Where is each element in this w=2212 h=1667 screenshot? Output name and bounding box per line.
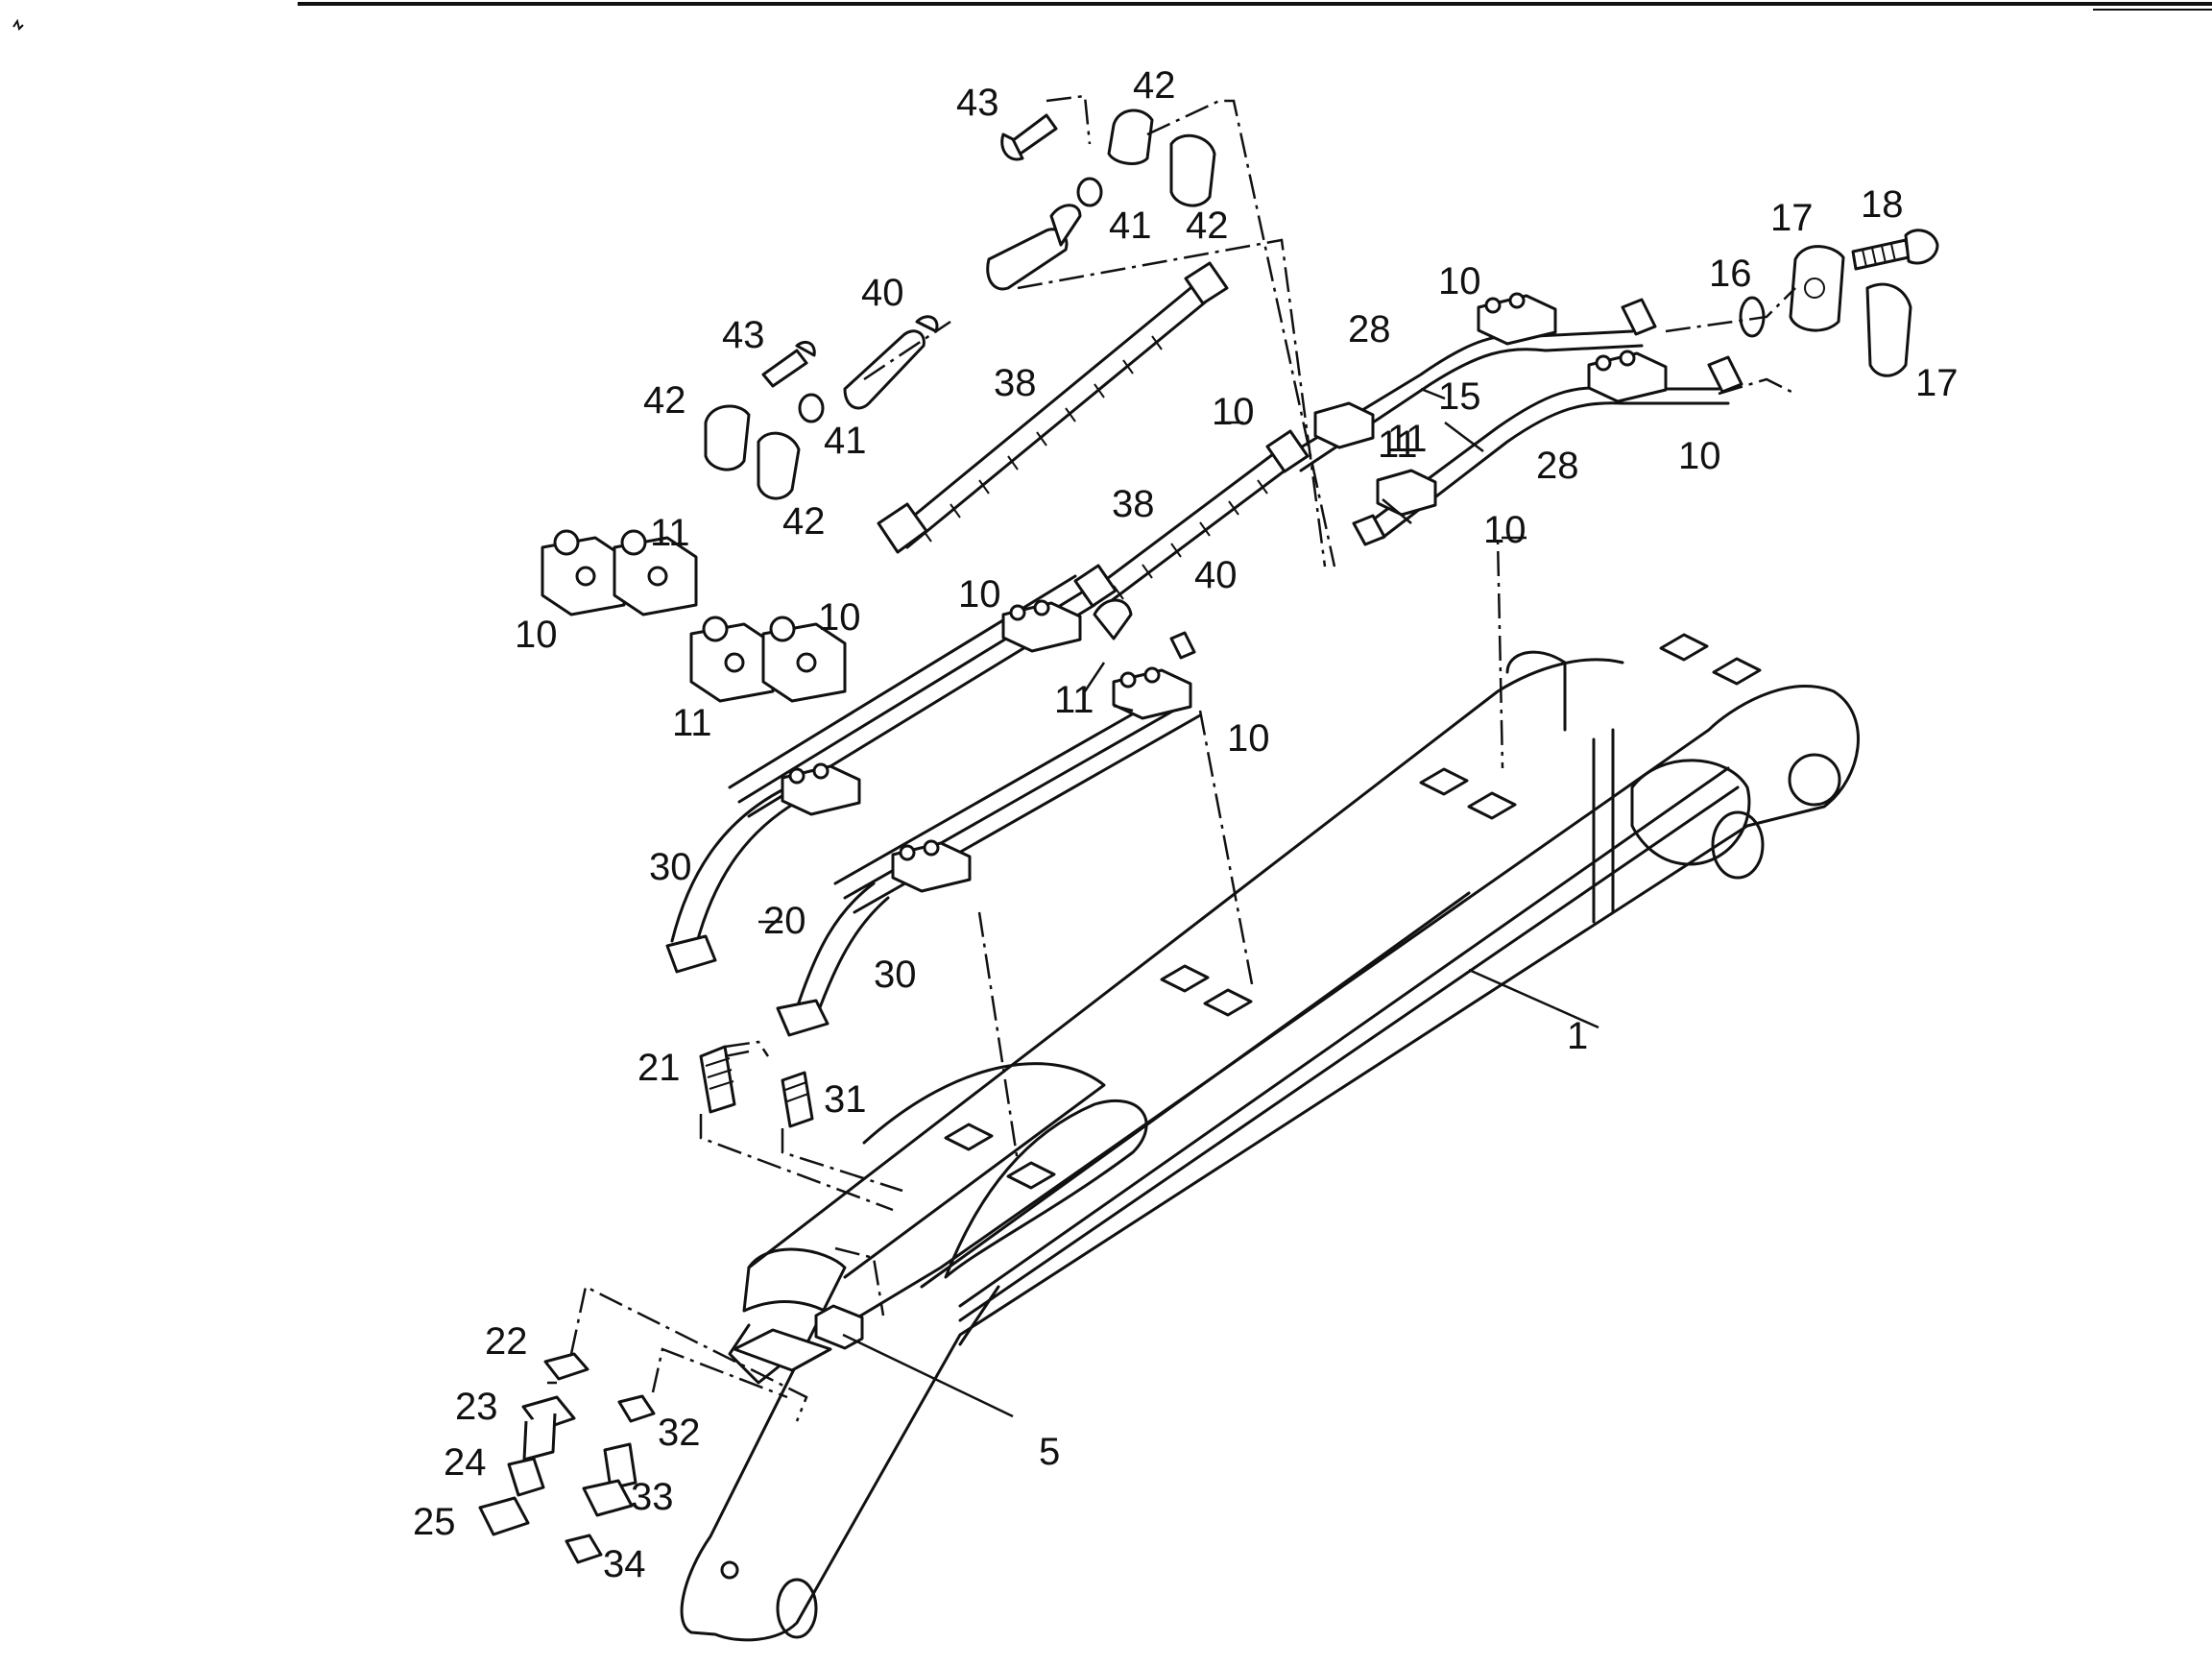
callout-10: 10 bbox=[1212, 391, 1255, 433]
pad-7 bbox=[1659, 633, 1709, 662]
callout-34: 34 bbox=[603, 1543, 646, 1585]
pad-4 bbox=[1203, 988, 1253, 1017]
callout-10: 10 bbox=[1678, 435, 1721, 477]
callout-11: 11 bbox=[1378, 423, 1418, 466]
callout-17: 17 bbox=[1915, 362, 1959, 404]
callout-18: 18 bbox=[1861, 183, 1904, 226]
callout-11: 11 bbox=[1387, 418, 1428, 460]
ring-24 bbox=[507, 1457, 545, 1497]
callout-40: 40 bbox=[861, 272, 904, 314]
fitting-21 bbox=[699, 1045, 736, 1114]
pad-5 bbox=[944, 1123, 994, 1151]
callout-28: 28 bbox=[1348, 308, 1391, 350]
pipe-20-end-nut bbox=[665, 934, 717, 974]
callout-11: 11 bbox=[672, 702, 712, 744]
callout-41: 41 bbox=[824, 420, 867, 462]
pipe-20-end-nut-2 bbox=[776, 999, 830, 1037]
callout-23: 23 bbox=[455, 1386, 498, 1428]
callout-11: 11 bbox=[650, 512, 690, 554]
callout-10: 10 bbox=[1438, 260, 1481, 302]
swivel-parts-lower bbox=[704, 315, 1133, 640]
bolt-33 bbox=[603, 1442, 637, 1490]
callout-21: 21 bbox=[637, 1047, 681, 1089]
callout-11: 11 bbox=[1054, 679, 1094, 721]
pad-2 bbox=[1467, 791, 1517, 820]
hose-38-lower bbox=[1073, 429, 1310, 612]
callout-30: 30 bbox=[874, 954, 917, 996]
callout-38: 38 bbox=[1112, 483, 1155, 525]
callout-10: 10 bbox=[1483, 509, 1527, 551]
callout-42: 42 bbox=[1133, 64, 1176, 107]
nut-22 bbox=[543, 1352, 589, 1381]
o-ring-41-upper bbox=[1076, 177, 1103, 207]
nut-25 bbox=[478, 1496, 530, 1536]
callout-labels: 43 42 42 41 40 43 42 41 42 38 17 18 16 1… bbox=[413, 64, 1959, 1585]
assembly-centerlines bbox=[569, 94, 1796, 1422]
callout-33: 33 bbox=[631, 1476, 674, 1518]
flange-half-17-upper bbox=[1789, 245, 1845, 332]
callout-22: 22 bbox=[485, 1320, 528, 1363]
leader-lines bbox=[547, 387, 1599, 1418]
callout-32: 32 bbox=[658, 1412, 701, 1454]
pad-3 bbox=[1160, 964, 1210, 993]
callout-10: 10 bbox=[515, 614, 558, 656]
nut-34 bbox=[565, 1534, 603, 1564]
callout-10: 10 bbox=[818, 596, 861, 639]
callout-17: 17 bbox=[1770, 197, 1814, 239]
flange-half-42c bbox=[704, 404, 751, 471]
fittings-lower bbox=[478, 1045, 814, 1564]
hose-38-upper bbox=[877, 261, 1229, 554]
callout-40: 40 bbox=[1194, 554, 1238, 596]
swivel-parts-upper bbox=[986, 109, 1216, 291]
callout-10: 10 bbox=[958, 573, 1001, 616]
o-ring-41-lower bbox=[798, 393, 825, 423]
nut-32 bbox=[617, 1394, 656, 1423]
flange-half-42b bbox=[1169, 133, 1216, 207]
callout-15: 15 bbox=[1438, 375, 1481, 418]
clamp-pair-upper-left bbox=[541, 529, 698, 616]
callout-10: 10 bbox=[1227, 717, 1270, 760]
callout-20: 20 bbox=[763, 900, 806, 942]
callout-1: 1 bbox=[1567, 1015, 1588, 1057]
callout-24: 24 bbox=[444, 1441, 487, 1484]
callout-42: 42 bbox=[1186, 205, 1229, 247]
callout-43: 43 bbox=[956, 82, 999, 124]
clamp-pair-lower-left bbox=[689, 616, 847, 703]
pad-6 bbox=[1006, 1161, 1056, 1190]
callout-42: 42 bbox=[782, 500, 826, 543]
pad-8 bbox=[1712, 657, 1762, 686]
flange-parts-right bbox=[1621, 229, 1939, 394]
swivel-joint-40-upper bbox=[986, 228, 1069, 291]
callout-38: 38 bbox=[994, 362, 1037, 404]
callout-43: 43 bbox=[722, 314, 765, 356]
callout-42: 42 bbox=[643, 379, 686, 422]
flange-half-42d bbox=[757, 431, 801, 500]
callout-5: 5 bbox=[1039, 1431, 1060, 1473]
callout-30: 30 bbox=[649, 846, 692, 888]
scan-speck bbox=[12, 18, 24, 31]
pipe-clamps bbox=[781, 292, 1668, 893]
callout-25: 25 bbox=[413, 1501, 456, 1543]
lower-plate bbox=[733, 1328, 832, 1372]
fitting-31 bbox=[781, 1071, 814, 1128]
callout-41: 41 bbox=[1109, 205, 1152, 247]
bolt-43-lower bbox=[761, 349, 808, 388]
callout-28: 28 bbox=[1536, 445, 1579, 487]
pad-1 bbox=[1419, 767, 1469, 796]
flange-half-42a bbox=[1107, 109, 1154, 165]
callout-16: 16 bbox=[1709, 253, 1752, 295]
bolt-18 bbox=[1851, 238, 1911, 271]
callout-31: 31 bbox=[824, 1078, 867, 1121]
flange-half-17-lower bbox=[1865, 282, 1912, 377]
swivel-joint-40-lower bbox=[843, 329, 926, 410]
